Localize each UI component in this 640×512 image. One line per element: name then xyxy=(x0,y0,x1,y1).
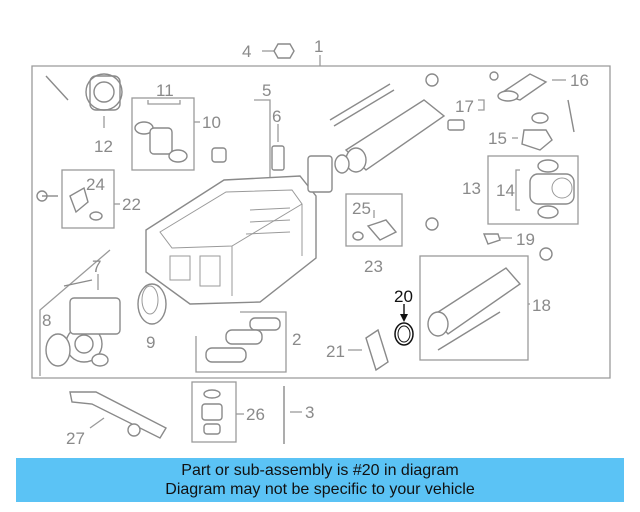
part-label-19: 19 xyxy=(516,230,535,249)
part-label-11: 11 xyxy=(156,81,174,100)
supercharger-part xyxy=(145,175,317,305)
box-22-24 xyxy=(61,169,115,229)
part-label-9: 9 xyxy=(146,333,155,352)
part-label-7: 7 xyxy=(92,257,101,276)
part-label-10: 10 xyxy=(202,113,221,132)
gasket-2-part xyxy=(205,317,281,363)
throttle-body-part xyxy=(45,73,123,128)
bolt-4-part xyxy=(262,43,295,59)
gasket-set-10-11-part xyxy=(134,100,200,163)
part-label-25: 25 xyxy=(352,199,371,218)
intercooler-part xyxy=(307,73,465,231)
part-label-6: 6 xyxy=(272,107,281,126)
throttle-13-14-part xyxy=(515,159,575,219)
assembly-outline xyxy=(31,65,611,379)
part-label-27: 27 xyxy=(66,429,85,448)
part-label-21: 21 xyxy=(326,342,345,361)
fitting-6-part xyxy=(211,124,285,171)
part-label-26: 26 xyxy=(246,405,265,424)
bolt-19-part xyxy=(482,233,553,261)
part-label-8: 8 xyxy=(42,311,51,330)
sensor-22-24-part xyxy=(36,186,120,221)
parts-diagram: 1 2 3 4 5 6 7 8 9 10 11 12 13 14 15 16 1… xyxy=(31,37,611,448)
box-18 xyxy=(419,255,529,361)
part-label-1: 1 xyxy=(314,37,323,56)
sensor-23-25-part xyxy=(352,210,398,241)
pulley-7-8-9-part xyxy=(45,274,167,367)
gasket-21-part xyxy=(348,328,389,372)
part-label-20: 20 xyxy=(394,287,413,306)
box-10-11 xyxy=(131,97,195,171)
part-label-13: 13 xyxy=(462,179,481,198)
part-label-14: 14 xyxy=(496,181,515,200)
box-23-25 xyxy=(345,193,403,247)
part-label-12: 12 xyxy=(94,137,113,156)
fitting-26-part xyxy=(201,389,244,435)
stud-3-part xyxy=(283,386,302,444)
part-label-16: 16 xyxy=(570,71,589,90)
banner-line-1: Part or sub-assembly is #20 in diagram xyxy=(181,462,459,479)
box-26 xyxy=(191,381,237,443)
intercooler-18-part xyxy=(427,267,530,351)
pipe-27-part xyxy=(69,391,167,439)
box-13-14 xyxy=(487,155,579,225)
part-label-4: 4 xyxy=(242,42,251,61)
part-label-24: 24 xyxy=(86,175,105,194)
part-label-17: 17 xyxy=(455,97,474,116)
part-label-5: 5 xyxy=(262,81,271,100)
part-label-15: 15 xyxy=(488,129,507,148)
part-label-22: 22 xyxy=(122,195,141,214)
part-label-18: 18 xyxy=(532,296,551,315)
part-label-3: 3 xyxy=(305,403,314,422)
part-label-23: 23 xyxy=(364,257,383,276)
part-label-2: 2 xyxy=(292,330,301,349)
info-banner: Part or sub-assembly is #20 in diagram D… xyxy=(16,458,624,502)
banner-line-2: Diagram may not be specific to your vehi… xyxy=(165,481,475,498)
hose-15-16-17-part xyxy=(478,71,575,151)
seal-20-part xyxy=(394,304,414,346)
